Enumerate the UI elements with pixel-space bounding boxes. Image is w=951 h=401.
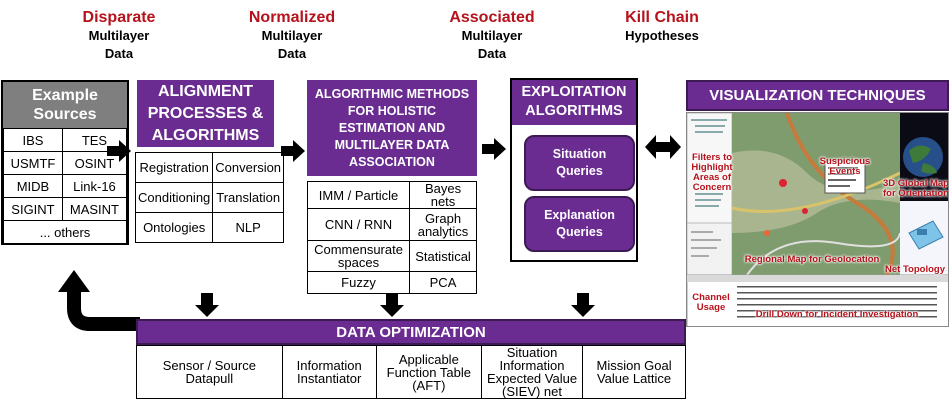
situation-queries-button[interactable]: Situation Queries — [524, 135, 635, 191]
net-topology-label: Net Topology — [885, 264, 945, 275]
algorithmic-title: ALGORITHMIC METHODS FOR HOLISTIC ESTIMAT… — [307, 80, 477, 176]
stage-title-normalized: Normalized Multilayer Data — [248, 9, 336, 61]
exploitation-panel: EXPLOITATION ALGORITHMS Situation Querie… — [510, 78, 638, 262]
feedback-arrow-icon — [58, 270, 140, 331]
stage-title-kill-chain: Kill Chain Hypotheses — [625, 9, 699, 43]
right-arrow-icon — [281, 140, 305, 162]
suspicious-events-label: Suspicious Events — [819, 156, 871, 177]
alignment-title: ALIGNMENT PROCESSES & ALGORITHMS — [137, 80, 274, 147]
channel-usage-label: Channel Usage — [692, 292, 730, 313]
visualization-title: VISUALIZATION TECHNIQUES — [686, 80, 949, 111]
regional-map-label: Regional Map for Geolocation — [744, 254, 880, 265]
stage-title-associated: Associated Multilayer Data — [449, 9, 535, 61]
right-arrow-icon — [482, 138, 506, 160]
exploitation-title: EXPLOITATION ALGORITHMS — [512, 80, 636, 125]
visualization-screenshot: Filters to Highlight Areas of Concern Su… — [686, 112, 949, 327]
global-map-label: 3D Global Map for Orientation — [883, 178, 949, 199]
table-row: ... others — [3, 220, 127, 244]
double-arrow-icon — [645, 135, 681, 159]
stage-title-disparate: Disparate Multilayer Data — [82, 9, 156, 61]
visualization-mockup-graphic — [687, 113, 948, 326]
down-arrow-icon — [380, 293, 404, 317]
filters-label: Filters to Highlight Areas of Concern — [691, 152, 733, 193]
drill-down-label: Drill Down for Incident Investigation — [755, 309, 919, 320]
sources-title: Example Sources — [3, 82, 127, 128]
right-arrow-icon — [107, 140, 131, 162]
explanation-queries-button[interactable]: Explanation Queries — [524, 196, 635, 252]
down-arrow-icon — [195, 293, 219, 317]
optimization-title: DATA OPTIMIZATION — [136, 319, 686, 345]
table-row: Sensor / Source Datapull Information Ins… — [136, 345, 686, 399]
down-arrow-icon — [571, 293, 595, 317]
optimization-table: Sensor / Source Datapull Information Ins… — [136, 345, 686, 399]
optimization-table-wrap: Sensor / Source Datapull Information Ins… — [136, 345, 686, 399]
